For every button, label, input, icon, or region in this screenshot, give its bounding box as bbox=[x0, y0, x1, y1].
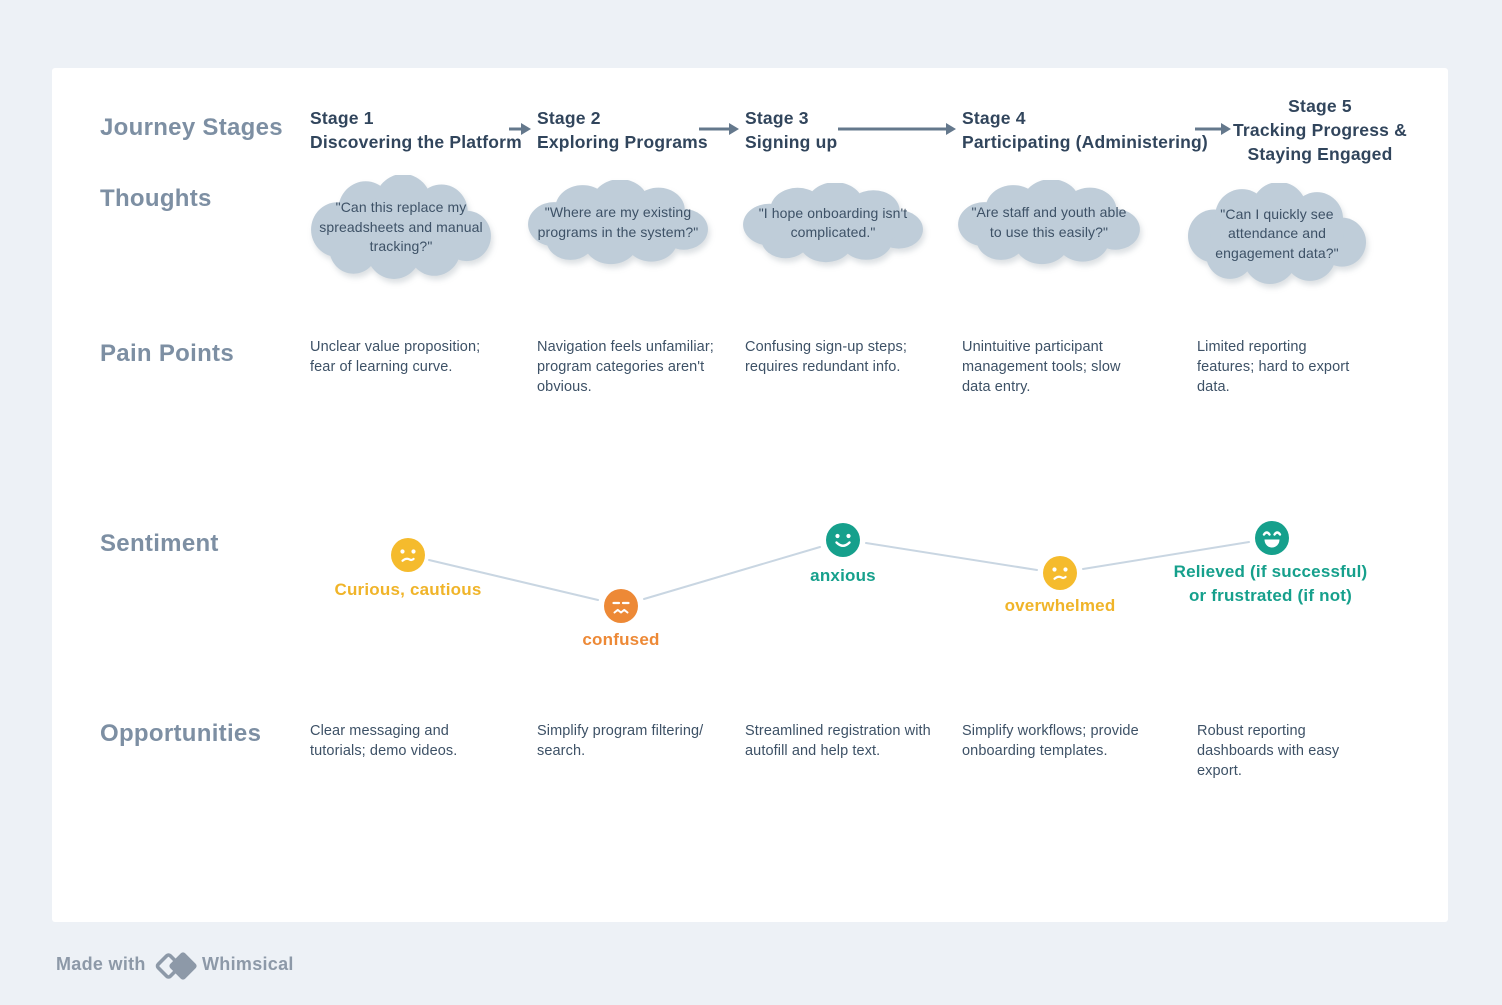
thought-cloud-stage-3: "I hope onboarding isn't complicated." bbox=[737, 183, 929, 263]
sentiment-label-line-2: or frustrated (if not) bbox=[1188, 586, 1353, 605]
cloud-shape-icon bbox=[743, 183, 923, 263]
stage-2-title: Exploring Programs bbox=[537, 132, 708, 152]
thought-cloud-stage-5: "Can I quickly see attendance and engage… bbox=[1182, 183, 1372, 285]
whimsical-brand-text[interactable]: Whimsical bbox=[202, 954, 294, 974]
stage-1-title: Discovering the Platform bbox=[310, 132, 522, 152]
footer-made-with-text: Made with bbox=[56, 954, 146, 974]
opportunity-stage-1: Clear messaging and tutorials; demo vide… bbox=[310, 723, 458, 759]
thought-text: "Are staff and youth able to use this ea… bbox=[971, 204, 1127, 240]
stage-5-label: Stage 5 bbox=[1288, 96, 1352, 116]
row-label-sentiment: Sentiment bbox=[100, 530, 219, 557]
arrow-stage2-to-stage3-icon bbox=[699, 123, 739, 135]
uncertain-face-icon bbox=[391, 538, 425, 572]
thought-text: "Can I quickly see attendance and engage… bbox=[1215, 205, 1339, 261]
smile-face-icon bbox=[826, 523, 860, 557]
pain-point-stage-2: Navigation feels unfamiliar; program cat… bbox=[537, 339, 714, 395]
stage-4-heading: Stage 4 Participating (Administering) bbox=[962, 106, 1208, 154]
stage-4-title: Participating (Administering) bbox=[962, 132, 1208, 152]
cloud-shape-icon bbox=[958, 180, 1140, 265]
thought-cloud-stage-1: "Can this replace my spreadsheets and ma… bbox=[305, 175, 497, 280]
stage-3-heading: Stage 3 Signing up bbox=[745, 106, 837, 154]
stage-1-label: Stage 1 bbox=[310, 108, 374, 128]
sentiment-label-stage-4: overwhelmed bbox=[1004, 596, 1116, 615]
sentiment-label-stage-5: Relieved (if successful) or frustrated (… bbox=[1158, 560, 1383, 608]
thought-cloud-stage-4: "Are staff and youth able to use this ea… bbox=[952, 180, 1146, 265]
cloud-shape-icon bbox=[528, 180, 708, 265]
opportunity-stage-4: Simplify workflows; provide onboarding t… bbox=[962, 723, 1139, 759]
sentiment-label-stage-3: anxious bbox=[810, 566, 876, 585]
opportunity-stage-5: Robust reporting dashboards with easy ex… bbox=[1197, 723, 1340, 779]
sentiment-label-stage-1: Curious, cautious bbox=[334, 580, 482, 599]
sentiment-curve-lines bbox=[428, 541, 1250, 601]
row-label-journey-stages: Journey Stages bbox=[100, 114, 283, 141]
uncertain-face-icon bbox=[1043, 556, 1077, 590]
cloud-shape-icon bbox=[1188, 183, 1366, 284]
stage-5-title: Tracking Progress & Staying Engaged bbox=[1232, 120, 1407, 164]
sentiment-label-line-1: Relieved (if successful) bbox=[1173, 562, 1368, 581]
opportunity-stage-2: Simplify program filtering/ search. bbox=[537, 723, 704, 759]
stage-2-label: Stage 2 bbox=[537, 108, 601, 128]
pain-point-stage-1: Unclear value proposition; fear of learn… bbox=[310, 339, 481, 375]
footer-brand-link[interactable]: Whimsical bbox=[202, 954, 294, 975]
confounded-face-icon bbox=[604, 589, 638, 623]
thought-text: "I hope onboarding isn't complicated." bbox=[758, 204, 908, 241]
stage-1-heading: Stage 1 Discovering the Platform bbox=[310, 106, 522, 154]
thought-text: "Where are my existing programs in the s… bbox=[537, 204, 699, 240]
stage-3-label: Stage 3 bbox=[745, 108, 809, 128]
arrow-stage4-to-stage5-icon bbox=[1195, 123, 1231, 135]
sentiment-label-stage-2: confused bbox=[582, 630, 660, 649]
row-label-opportunities: Opportunities bbox=[100, 720, 262, 747]
thought-text: "Can this replace my spreadsheets and ma… bbox=[319, 199, 483, 255]
stage-2-heading: Stage 2 Exploring Programs bbox=[537, 106, 708, 154]
pain-point-stage-3: Confusing sign-up steps; requires redund… bbox=[745, 339, 907, 375]
stage-5-heading: Stage 5 Tracking Progress & Staying Enga… bbox=[1230, 94, 1410, 166]
thought-cloud-stage-2: "Where are my existing programs in the s… bbox=[522, 180, 714, 265]
row-label-thoughts: Thoughts bbox=[100, 185, 212, 212]
arrow-stage1-to-stage2-icon bbox=[509, 123, 531, 135]
pain-point-stage-4: Unintuitive participant management tools… bbox=[962, 339, 1121, 395]
pain-point-stage-5: Limited reporting features; hard to expo… bbox=[1197, 339, 1350, 395]
arrow-stage3-to-stage4-icon bbox=[838, 123, 956, 135]
stage-3-title: Signing up bbox=[745, 132, 838, 152]
cloud-shape-icon bbox=[311, 175, 491, 279]
row-label-pain-points: Pain Points bbox=[100, 340, 234, 367]
whimsical-diamonds-icon[interactable] bbox=[153, 947, 199, 985]
opportunity-stage-3: Streamlined registration with autofill a… bbox=[745, 723, 931, 759]
grin-face-icon bbox=[1255, 521, 1289, 555]
stage-4-label: Stage 4 bbox=[962, 108, 1026, 128]
